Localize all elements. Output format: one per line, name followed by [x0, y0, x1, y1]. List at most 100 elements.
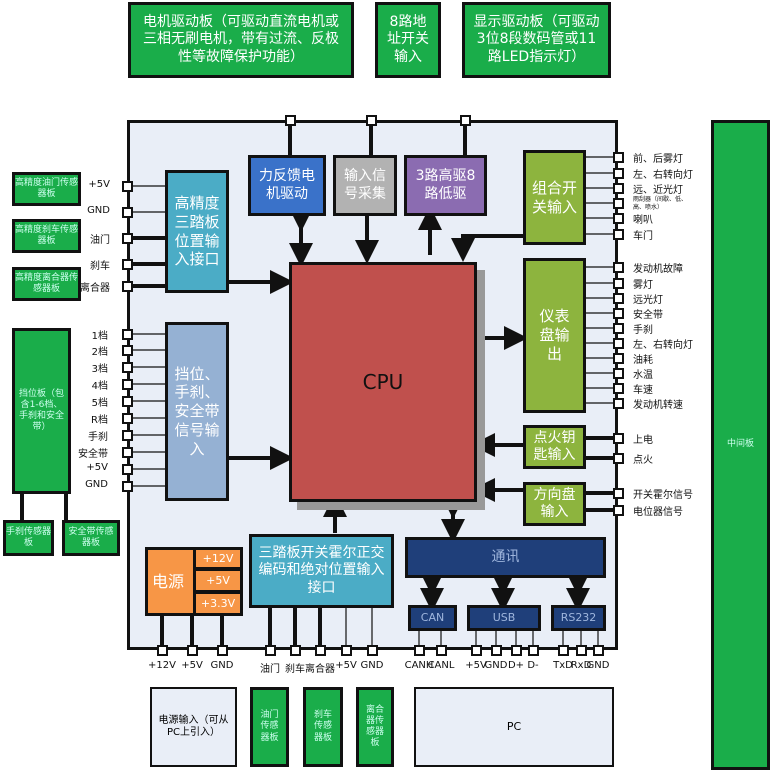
pedal-input-block: 高精度三踏板位置输入接口 — [165, 170, 229, 293]
dashboard-pin-label: 手刹 — [633, 325, 653, 336]
pedal-pin — [122, 259, 133, 270]
throttle-board-bottom: 油门传感器板 — [250, 687, 289, 767]
pedal-bottom-pin — [341, 645, 352, 656]
pedal-bottom-pin — [315, 645, 326, 656]
pedal-pin-label: GND — [87, 205, 110, 216]
rail-5v: +5V — [193, 568, 243, 593]
pedal-bottom-pin-label: +5V — [335, 660, 357, 671]
combo-switch-block: 组合开关输入 — [523, 150, 586, 245]
clutch-board-bottom: 离合器传感器板 — [356, 687, 394, 767]
gear-pin — [122, 329, 133, 340]
rs232-bottom-pin-label: TxD — [553, 660, 573, 671]
combo-pin-label: 前、后雾灯 — [633, 154, 683, 165]
steering-pin — [613, 505, 624, 516]
gear-board: 挡位板（包含1-6档、手刹和安全带） — [12, 328, 71, 494]
dashboard-pin-label: 油耗 — [633, 355, 653, 366]
middle-board: 中间板 — [711, 120, 770, 770]
input-sampling-block: 输入信号采集 — [333, 155, 397, 216]
pedal-encoder-block: 三踏板开关霍尔正交编码和绝对位置输入接口 — [249, 534, 394, 608]
steering-block: 方向盘输入 — [523, 482, 586, 526]
gear-pin — [122, 362, 133, 373]
power-bottom-pin-label: GND — [210, 660, 234, 671]
handbrake-sensor-board: 手刹传感器板 — [3, 520, 54, 556]
top-connector-pin — [460, 115, 471, 126]
pc-box: PC — [414, 687, 614, 767]
rs232-bottom-pin — [593, 645, 604, 656]
gear-pin-label: +5V — [86, 462, 108, 473]
gear-pin-label: 5档 — [91, 398, 108, 409]
power-label: 电源 — [152, 571, 185, 591]
usb-bottom-pin-label: D- — [527, 660, 539, 671]
dashboard-pin — [613, 293, 624, 304]
pedal-bottom-pin-label: 油门 — [260, 664, 280, 675]
rs232-bottom-pin — [558, 645, 569, 656]
power-bottom-pin-label: +12V — [148, 660, 176, 671]
can-bottom-pin — [436, 645, 447, 656]
combo-pin — [613, 229, 624, 240]
combo-pin-label: 雨刮器（间歇、低、高、喷水） — [633, 196, 688, 211]
pedal-pin — [122, 233, 133, 244]
top-connector-pin — [366, 115, 377, 126]
top-connector-pin — [285, 115, 296, 126]
dashboard-pin-label: 水温 — [633, 370, 653, 381]
throttle-sensor-board: 高精度油门传感器板 — [12, 172, 81, 206]
gear-pin — [122, 379, 133, 390]
seatbelt-sensor-board: 安全带传感器板 — [62, 520, 120, 556]
cpu-block: CPU — [289, 262, 477, 502]
dashboard-pin — [613, 338, 624, 349]
gear-pin-label: 2档 — [91, 347, 108, 358]
can-block: CAN — [408, 605, 457, 631]
ignition-pin-label: 点火 — [633, 455, 653, 466]
rs232-bottom-pin-label: RxD — [570, 660, 592, 671]
rs232-block: RS232 — [551, 605, 606, 631]
gear-input-block: 挡位、手刹、安全带信号输入 — [165, 322, 229, 501]
pedal-pin-label: 离合器 — [80, 283, 110, 294]
pedal-pin-label: 刹车 — [90, 261, 110, 272]
combo-pin — [613, 168, 624, 179]
can-bottom-pin-label: CANH — [404, 660, 434, 671]
steering-pin — [613, 488, 624, 499]
gear-pin-label: R档 — [91, 415, 108, 426]
usb-bottom-pin — [511, 645, 522, 656]
pedal-bottom-pin — [367, 645, 378, 656]
rail-3v3: +3.3V — [193, 591, 243, 616]
can-bottom-pin — [414, 645, 425, 656]
gear-pin-label: 4档 — [91, 381, 108, 392]
pedal-bottom-pin — [265, 645, 276, 656]
usb-block: USB — [467, 605, 541, 631]
dashboard-pin — [613, 398, 624, 409]
force-feedback-block: 力反馈电机驱动 — [248, 155, 326, 216]
pedal-bottom-pin-label: 刹车 — [285, 664, 305, 675]
drivers-block: 3路高驱8路低驱 — [404, 155, 487, 216]
gear-pin-label: 手刹 — [88, 432, 108, 443]
rs232-bottom-pin-label: GND — [586, 660, 610, 671]
dashboard-pin-label: 远光灯 — [633, 295, 663, 306]
motor-driver-board: 电机驱动板（可驱动直流电机或三相无刷电机，带有过流、反极性等故障保护功能） — [128, 2, 354, 78]
can-bottom-pin-label: CANL — [427, 660, 455, 671]
dashboard-pin — [613, 323, 624, 334]
gear-pin-label: GND — [85, 479, 108, 490]
ignition-block: 点火钥匙输入 — [523, 425, 586, 469]
steering-pin-label: 开关霍尔信号 — [633, 490, 693, 501]
clutch-sensor-board: 高精度离合器传感器板 — [12, 267, 81, 301]
gear-pin-label: 安全带 — [78, 449, 108, 460]
combo-pin-label: 左、右转向灯 — [633, 170, 693, 181]
pedal-pin-label: 油门 — [90, 235, 110, 246]
combo-pin-label: 远、近光灯 — [633, 185, 683, 196]
dashboard-pin-label: 安全带 — [633, 310, 663, 321]
usb-bottom-pin-label: +5V — [465, 660, 487, 671]
dashboard-pin-label: 左、右转向灯 — [633, 340, 693, 351]
gear-pin — [122, 447, 133, 458]
dashboard-pin-label: 车速 — [633, 385, 653, 396]
dashboard-pin — [613, 278, 624, 289]
gear-pin — [122, 464, 133, 475]
power-bottom-pin — [157, 645, 168, 656]
combo-pin — [613, 213, 624, 224]
gear-pin-label: 3档 — [91, 364, 108, 375]
address-switch-board: 8路地址开关输入 — [375, 2, 441, 78]
steering-pin-label: 电位器信号 — [633, 507, 683, 518]
pedal-pin — [122, 207, 133, 218]
pedal-pin — [122, 281, 133, 292]
dashboard-pin — [613, 308, 624, 319]
dashboard-pin — [613, 383, 624, 394]
